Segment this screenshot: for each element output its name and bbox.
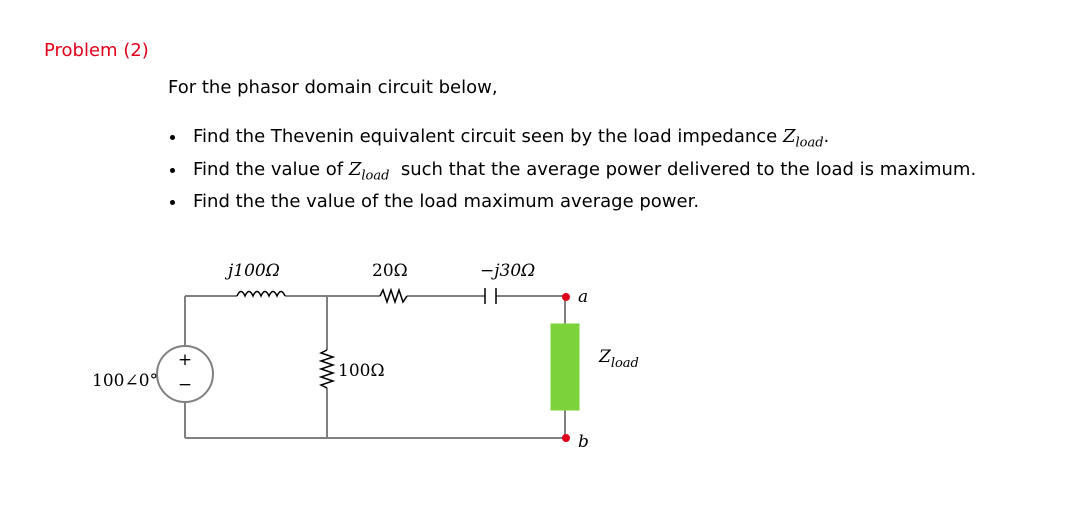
bullet-dot (170, 167, 175, 173)
task-text: Find the value of (193, 158, 349, 180)
task-text: Find the Thevenin equivalent circuit see… (193, 126, 783, 147)
task-list: Find the Thevenin equivalent circuit see… (168, 124, 976, 215)
bullet-dot (170, 135, 175, 140)
capacitor-label: −j30Ω (480, 261, 535, 281)
source-circle (156, 345, 214, 403)
task-text: Find the the value of the load maximum a… (193, 191, 700, 213)
problem-intro: For the phasor domain circuit below, (168, 77, 498, 98)
terminal-a-dot (562, 293, 570, 301)
series-resistor (379, 287, 408, 305)
source-label: 100∠0° (92, 371, 158, 391)
source-plus: + (178, 350, 192, 370)
task-item: Find the Thevenin equivalent circuit see… (168, 124, 976, 157)
problem-title: Problem (2) (44, 40, 149, 61)
task-text-end: . (823, 126, 830, 147)
z-load-symbol: Zload (348, 158, 390, 184)
terminal-b-label: b (578, 432, 589, 452)
bullet-dot (170, 200, 175, 206)
terminal-b-dot (562, 434, 570, 442)
inductor-label: j100Ω (224, 261, 280, 281)
load-label: Zload (598, 347, 639, 371)
task-item: Find the the value of the load maximum a… (168, 189, 976, 215)
circuit-wires (184, 295, 566, 439)
source-minus: − (178, 375, 192, 395)
inductor-coil (236, 290, 286, 298)
shunt-resistor-label: 100Ω (338, 361, 385, 381)
series-resistor-label: 20Ω (372, 261, 408, 281)
load-impedance-box (550, 323, 580, 411)
task-text-end: such that the average power delivered to… (389, 158, 977, 180)
voltage-source: + − (156, 345, 214, 403)
terminal-a-label: a (578, 287, 588, 307)
shunt-resistor (318, 349, 336, 389)
task-item: Find the value of Zload such that the av… (168, 157, 976, 190)
z-load-symbol: Zload (782, 126, 824, 151)
capacitor (484, 288, 497, 304)
